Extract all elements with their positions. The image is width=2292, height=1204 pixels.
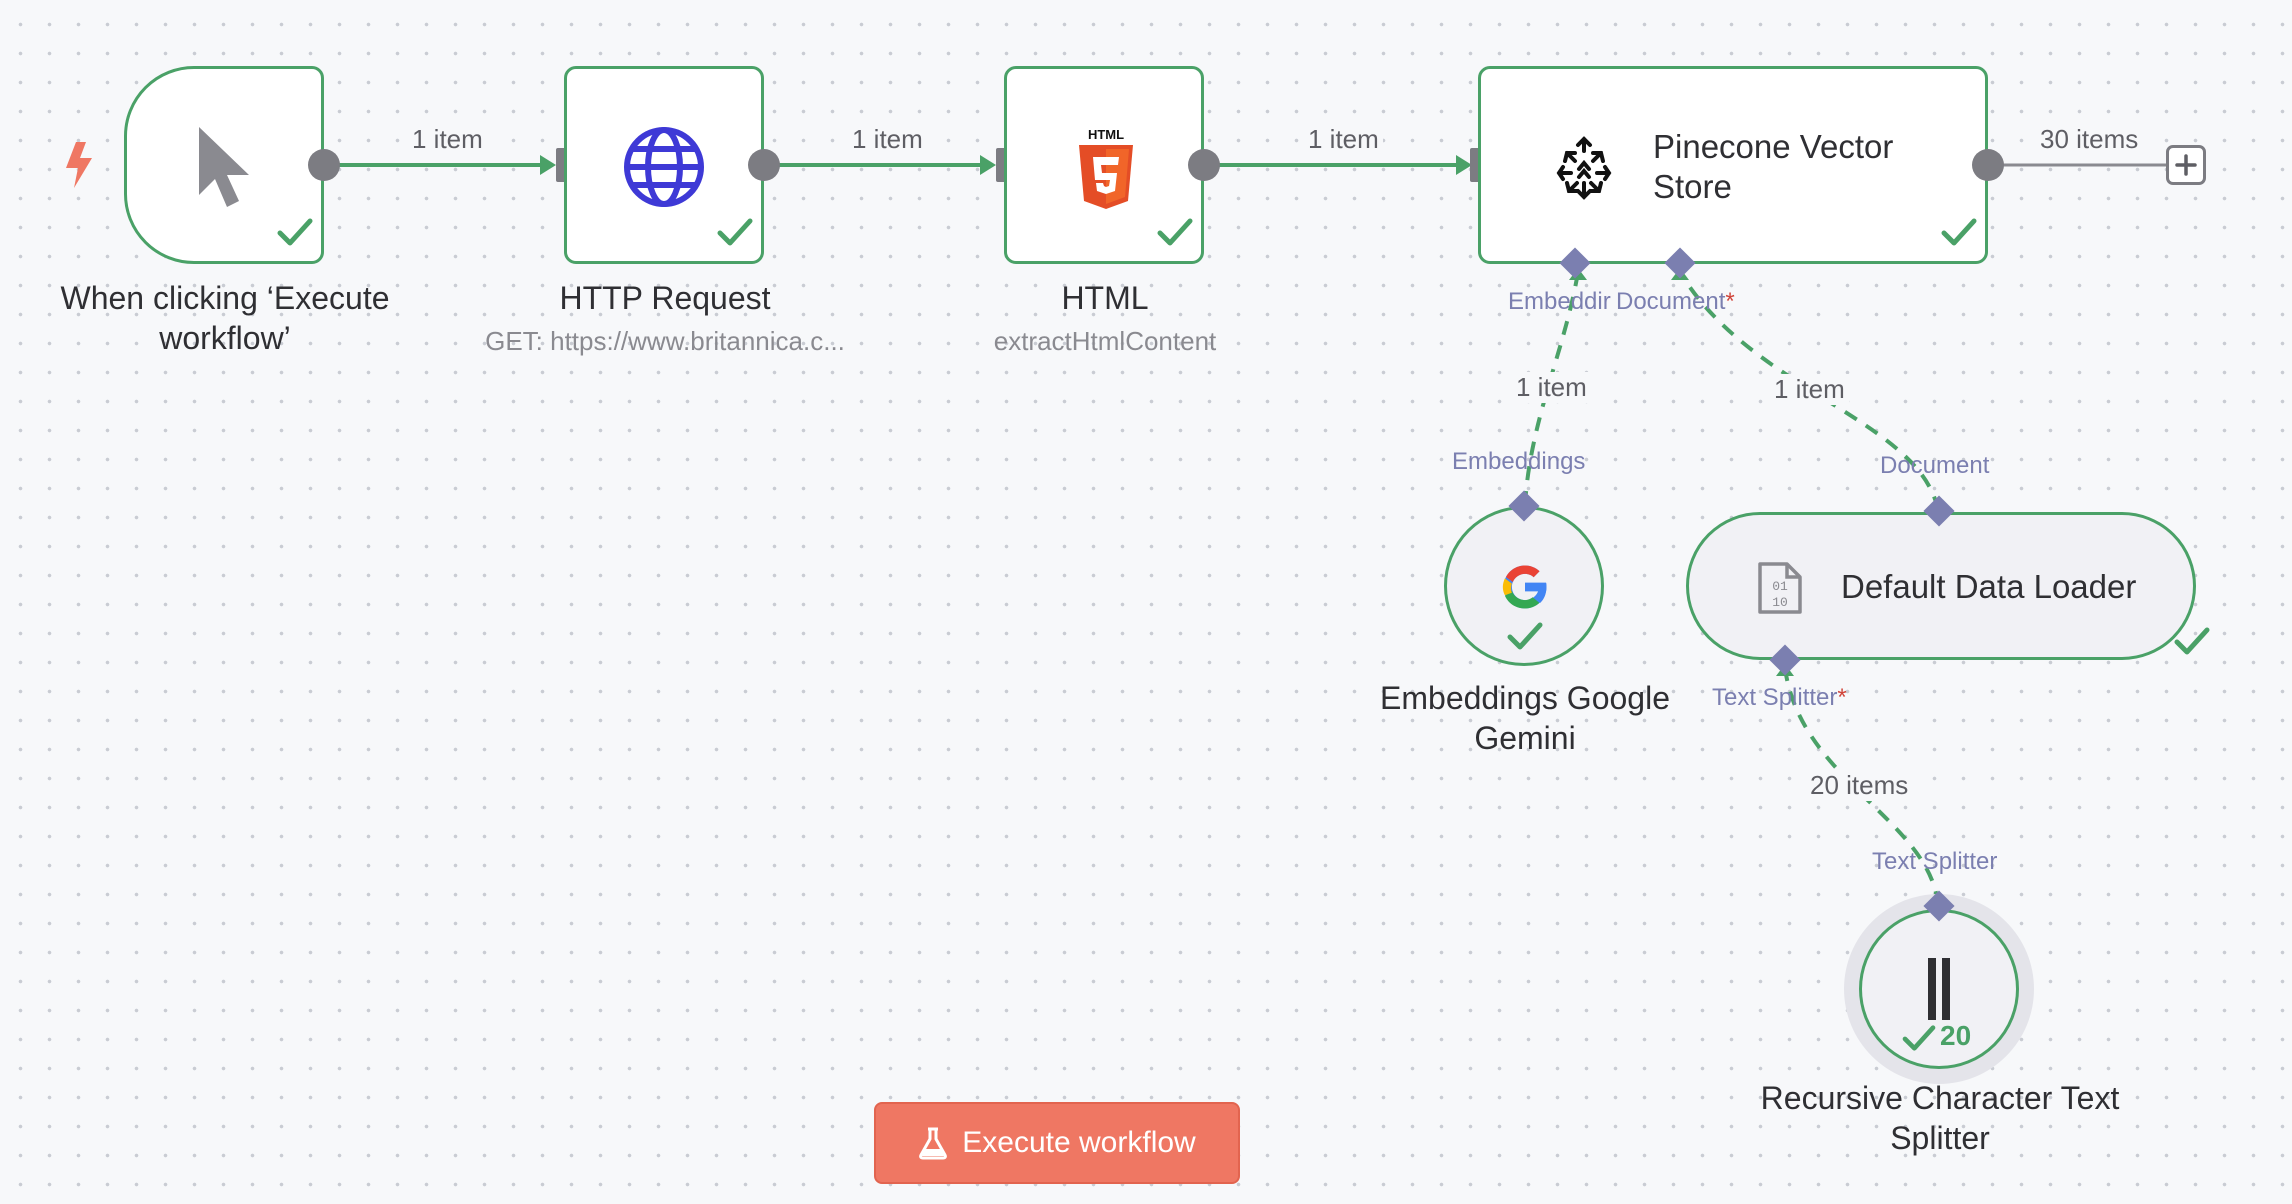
node-html-subtitle: extractHtmlContent	[993, 326, 1217, 356]
node-trigger-title: When clicking ‘Execute workflow’	[60, 280, 390, 356]
edge-label-splitter-loader: 20 items	[1806, 770, 1913, 801]
port-loader-text-splitter-text: Text Splitter	[1712, 684, 1838, 711]
success-check-icon	[717, 218, 753, 246]
google-icon	[1502, 565, 1548, 609]
cursor-icon	[199, 127, 249, 207]
node-http-title: HTTP Request	[559, 280, 771, 316]
edge-label-loader-pinecone: 1 item	[1770, 374, 1849, 405]
success-check-icon	[1941, 218, 1977, 246]
port-pinecone-document-text: Document	[1616, 288, 1726, 315]
connection-html-pinecone[interactable]	[1204, 155, 1472, 175]
port-html-output[interactable]	[1188, 149, 1220, 181]
port-gemini-embeddings-label: Embeddings	[1452, 448, 1586, 475]
node-gemini-title: Embeddings Google Gemini	[1380, 680, 1670, 756]
node-http-subtitle: GET: https://www.britannica.c...	[485, 326, 845, 356]
edge-label-http-html: 1 item	[848, 124, 927, 155]
globe-icon	[624, 127, 704, 207]
port-pinecone-embedding-label: Embeddir	[1508, 288, 1611, 315]
connection-trigger-http[interactable]	[324, 155, 556, 175]
node-html-title: HTML	[1061, 280, 1149, 316]
success-check-icon	[2174, 627, 2210, 655]
html5-logo-text: HTML	[1088, 127, 1124, 142]
edge-label-gemini-pinecone: 1 item	[1512, 372, 1591, 403]
lightning-icon	[66, 142, 92, 188]
port-loader-document-label: Document	[1880, 452, 1990, 479]
binary-file-icon: 01 10	[1758, 562, 1802, 614]
svg-text:01: 01	[1772, 579, 1788, 594]
node-loader-title: Default Data Loader	[1841, 568, 2137, 605]
run-count: 20	[1940, 1020, 1972, 1051]
port-pinecone-document-label: Document*	[1616, 288, 1735, 316]
edge-label-trigger-http: 1 item	[408, 124, 487, 155]
success-check-icon	[1507, 622, 1543, 650]
node-embeddings-gemini[interactable]	[1444, 506, 1604, 666]
port-pinecone-output[interactable]	[1972, 149, 2004, 181]
required-asterisk: *	[1837, 684, 1847, 711]
node-recursive-text-splitter[interactable]: 20	[1859, 909, 2019, 1069]
html5-icon: HTML	[1079, 127, 1133, 209]
pinecone-icon	[1556, 136, 1612, 200]
success-check-icon	[1157, 218, 1193, 246]
text-splitter-icon	[1928, 958, 1950, 1020]
connection-gemini-pinecone[interactable]	[1523, 271, 1580, 506]
flask-icon	[919, 1127, 948, 1160]
execute-workflow-label: Execute workflow	[962, 1126, 1196, 1159]
node-splitter-title: Recursive Character Text Splitter	[1760, 1080, 2120, 1156]
node-default-data-loader[interactable]: 01 10 Default Data Loader	[1686, 512, 2196, 660]
connection-http-html[interactable]	[764, 155, 996, 175]
svg-text:10: 10	[1772, 595, 1788, 610]
node-http-request[interactable]	[564, 66, 764, 264]
port-loader-text-splitter-label: Text Splitter*	[1712, 684, 1847, 712]
edge-label-html-pinecone: 1 item	[1304, 124, 1383, 155]
node-pinecone-vector-store[interactable]: Pinecone Vector Store	[1478, 66, 1988, 264]
execute-workflow-button[interactable]: Execute workflow	[874, 1102, 1240, 1184]
success-check-icon	[1902, 1025, 1936, 1051]
add-node-button[interactable]	[2166, 145, 2206, 185]
port-trigger-output[interactable]	[308, 149, 340, 181]
plus-icon	[2175, 154, 2197, 176]
node-trigger[interactable]	[124, 66, 324, 264]
success-check-icon	[277, 218, 313, 246]
node-html[interactable]: HTML	[1004, 66, 1204, 264]
port-splitter-label: Text Splitter	[1872, 848, 1998, 875]
required-asterisk: *	[1725, 288, 1735, 315]
edge-label-pinecone-output: 30 items	[2036, 124, 2143, 155]
port-http-output[interactable]	[748, 149, 780, 181]
node-pinecone-title: Pinecone Vector Store	[1653, 128, 1894, 205]
